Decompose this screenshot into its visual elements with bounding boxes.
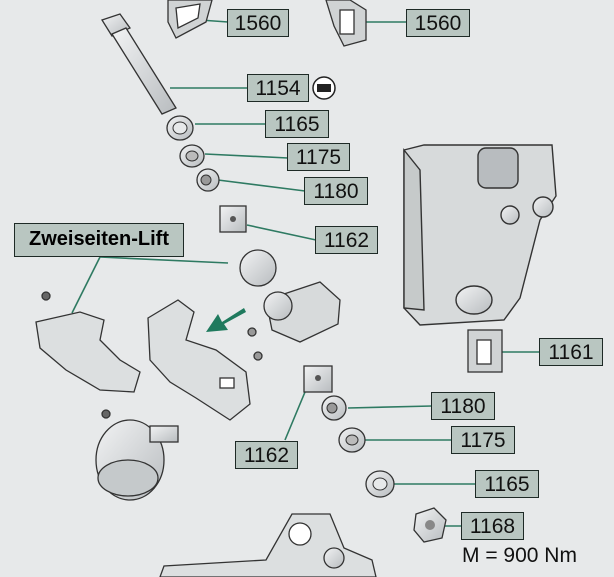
- symbol-icon: [312, 76, 336, 100]
- actuator: [95, 419, 179, 501]
- nut-1162-bottom: [303, 365, 333, 393]
- part-label-1161: 1161: [539, 338, 603, 366]
- leader-lines: [71, 19, 540, 527]
- bushing-1180-bottom: [321, 395, 347, 421]
- lift-bracket: [35, 291, 141, 419]
- nut-1168: [413, 507, 447, 543]
- part-label-1162-bottom: 1162: [235, 441, 298, 469]
- part-label-1175: 1175: [287, 143, 350, 171]
- clip-1560-left: [167, 0, 213, 39]
- bushing-1180: [196, 168, 220, 192]
- part-label-1162-top: 1162: [315, 226, 378, 254]
- pad-1161: [467, 329, 503, 373]
- clip-1560-right: [325, 0, 367, 47]
- part-label-1560-right: 1560: [406, 9, 470, 37]
- diagram-title: Zweiseiten-Lift: [14, 223, 184, 257]
- part-label-1165: 1165: [265, 110, 329, 138]
- part-label-1175-bottom: 1175: [451, 426, 515, 454]
- part-label-1165-bottom: 1165: [475, 470, 539, 498]
- nut-1162-top: [219, 205, 247, 233]
- washer-1165: [166, 115, 194, 141]
- part-label-1180: 1180: [304, 177, 368, 205]
- part-label-1154: 1154: [247, 74, 309, 102]
- bushing-1175-bottom: [338, 427, 366, 453]
- bottom-frame: [159, 513, 377, 577]
- part-label-1560-left: 1560: [227, 9, 289, 37]
- direction-arrow: [206, 308, 246, 332]
- bolt-1154: [101, 13, 177, 115]
- washer-1165-bottom: [365, 470, 395, 498]
- lever-assembly: [147, 249, 341, 421]
- part-label-1180-bottom: 1180: [431, 392, 495, 420]
- bushing-1175: [179, 144, 205, 168]
- part-label-1168: 1168: [461, 512, 524, 540]
- housing: [403, 144, 557, 326]
- torque-spec: M = 900 Nm: [462, 544, 577, 567]
